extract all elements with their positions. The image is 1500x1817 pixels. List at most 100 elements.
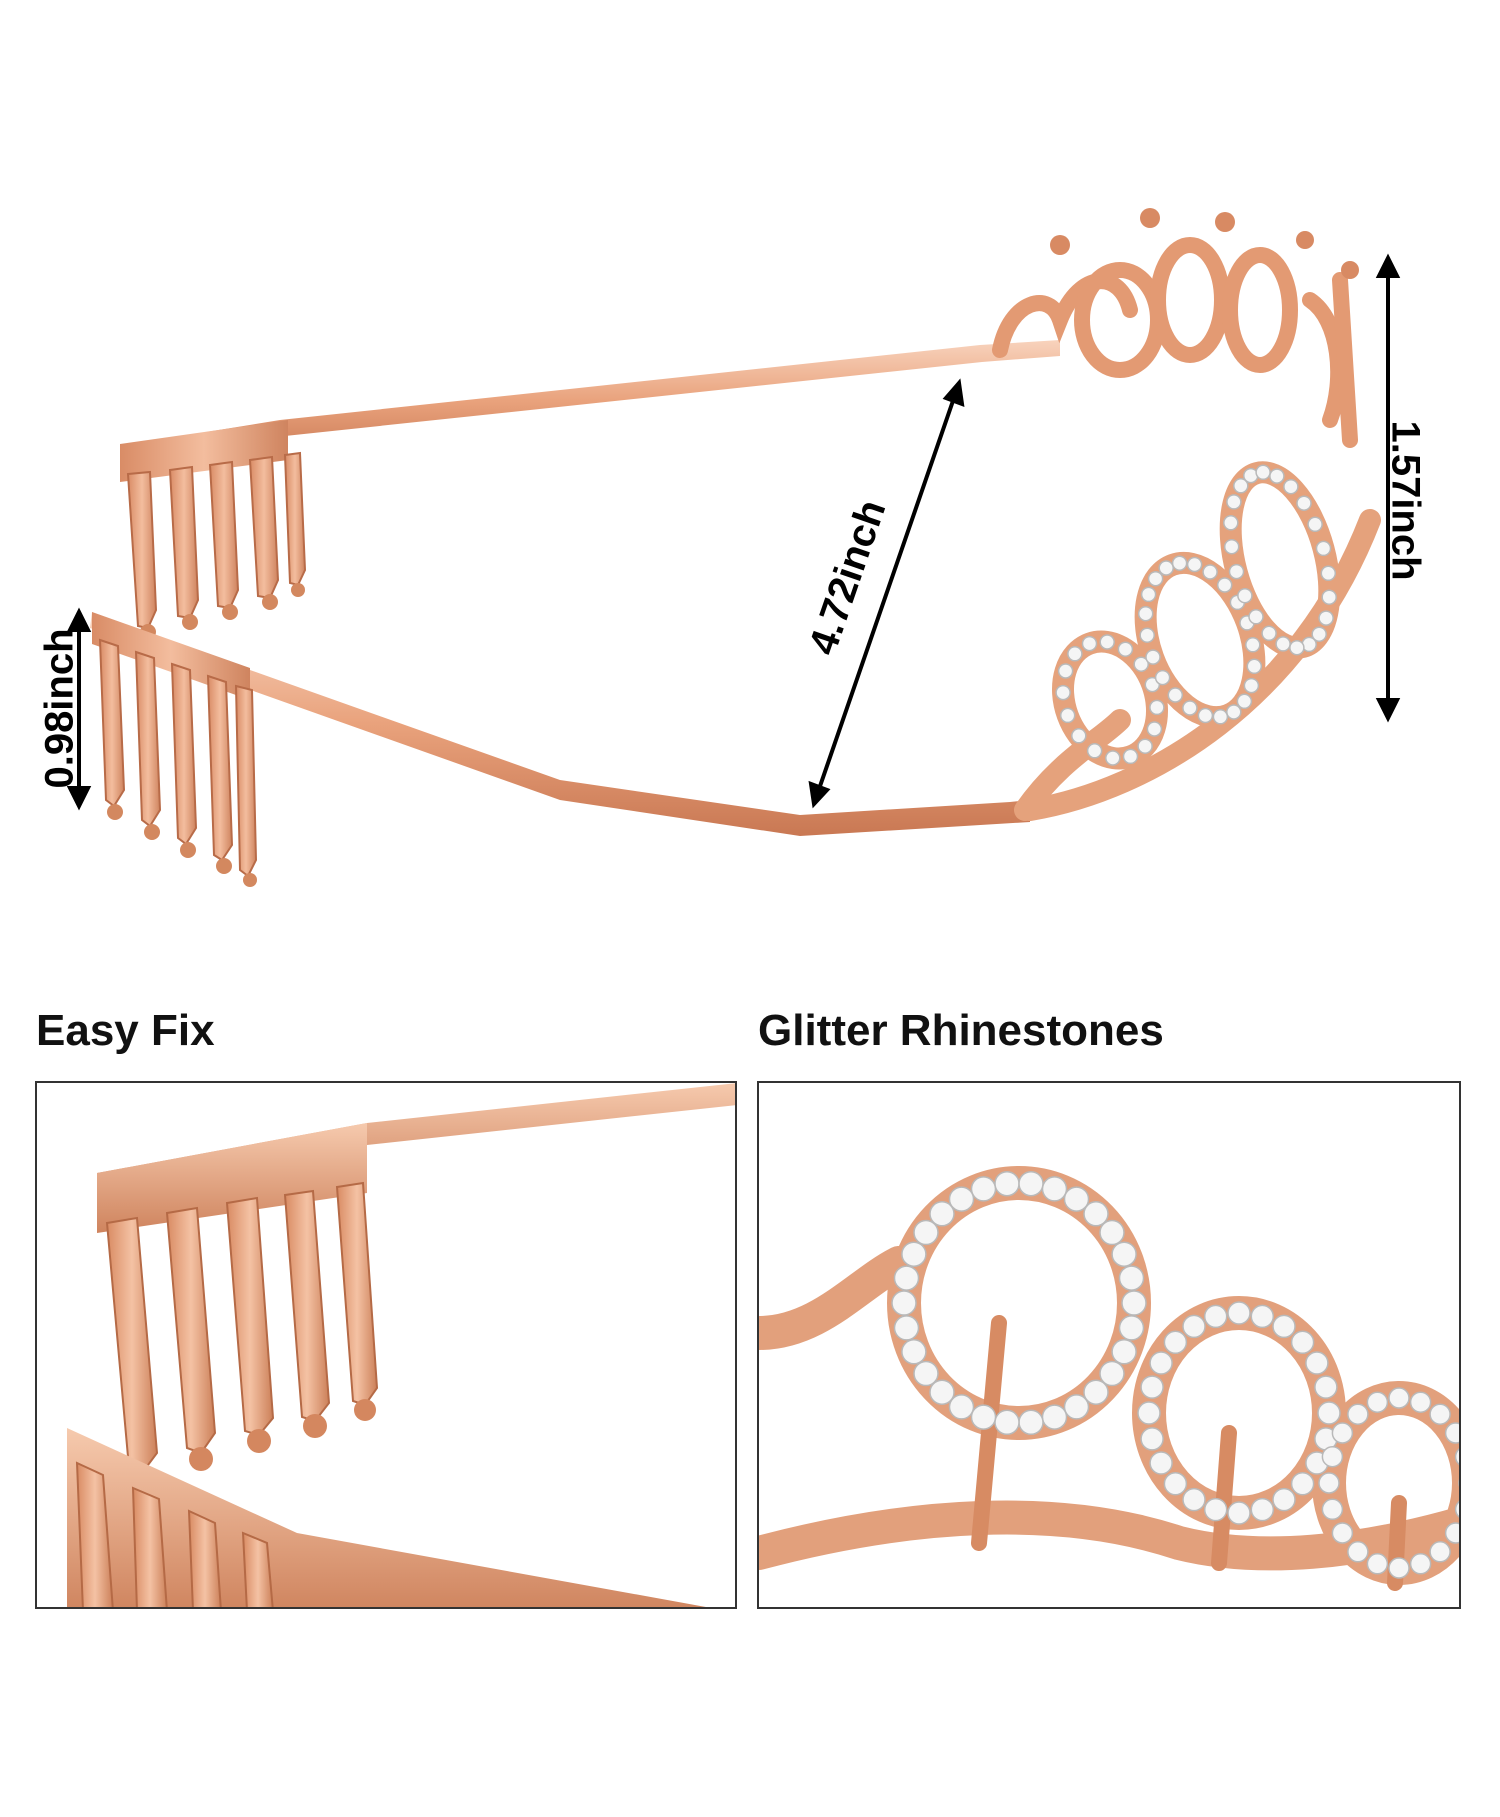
rhinestone bbox=[1243, 677, 1260, 694]
rhinestone bbox=[1158, 560, 1174, 576]
dimension-arrows bbox=[66, 253, 1401, 811]
rhinestones-closeup bbox=[891, 1170, 1459, 1579]
rhinestone bbox=[970, 1176, 997, 1202]
rhinestone bbox=[1321, 1498, 1344, 1521]
rhinestone bbox=[1018, 1170, 1044, 1197]
rhinestone bbox=[1318, 610, 1334, 626]
rhinestone bbox=[1212, 709, 1229, 725]
rhinestone bbox=[1139, 627, 1155, 643]
rhinestone bbox=[913, 1360, 939, 1387]
rhinestone bbox=[1137, 605, 1154, 622]
rhinestone bbox=[1331, 1522, 1354, 1544]
rhinestone bbox=[1182, 1314, 1206, 1339]
rhinestone bbox=[1250, 1304, 1275, 1329]
rhinestone bbox=[929, 1201, 955, 1227]
crown-back bbox=[992, 237, 1358, 448]
rhinestone bbox=[1081, 635, 1098, 652]
rhinestone bbox=[1041, 1176, 1068, 1202]
rhinestone bbox=[1223, 515, 1239, 531]
rhinestone bbox=[1137, 738, 1153, 754]
rhinestone bbox=[948, 1186, 975, 1212]
rhinestone bbox=[1083, 1201, 1109, 1227]
rhinestone bbox=[1283, 478, 1299, 495]
rhinestone bbox=[1317, 1401, 1341, 1425]
rhinestone bbox=[1248, 609, 1264, 625]
rhinestone bbox=[1063, 1394, 1090, 1420]
rhinestone bbox=[1203, 1304, 1228, 1329]
comb-closeup-image bbox=[67, 1083, 735, 1607]
rhinestone bbox=[1197, 707, 1214, 724]
rhinestone bbox=[901, 1241, 927, 1267]
rhinestone bbox=[1137, 1401, 1161, 1425]
rhinestone bbox=[913, 1219, 939, 1246]
rhinestone bbox=[1057, 663, 1074, 679]
rhinestone bbox=[1223, 538, 1240, 555]
rhinestone bbox=[1296, 495, 1312, 511]
rhinestone bbox=[901, 1339, 927, 1365]
rhinestone bbox=[1182, 1487, 1206, 1512]
rhinestone bbox=[1233, 478, 1249, 494]
easy-fix-panel bbox=[35, 1081, 737, 1609]
dimension-height-label: 1.57inch bbox=[1383, 420, 1428, 581]
rhinestone bbox=[994, 1170, 1020, 1197]
rhinestone bbox=[970, 1404, 997, 1430]
rhinestone bbox=[891, 1290, 917, 1316]
rhinestone bbox=[1063, 1186, 1090, 1212]
rhinestone bbox=[1203, 1497, 1228, 1522]
rhinestone bbox=[1366, 1391, 1389, 1413]
rhinestone bbox=[1429, 1541, 1451, 1563]
rhinestone bbox=[1186, 556, 1203, 573]
rhinestone bbox=[1059, 707, 1076, 724]
rhinestone bbox=[1227, 1501, 1251, 1525]
rhinestone bbox=[1099, 1219, 1125, 1246]
rhinestone bbox=[1347, 1541, 1369, 1563]
rhinestone bbox=[1409, 1553, 1432, 1575]
rhinestone bbox=[1133, 656, 1149, 672]
rhinestone bbox=[1216, 577, 1233, 593]
rhinestone bbox=[1409, 1391, 1432, 1413]
rhinestone bbox=[1118, 1265, 1145, 1291]
rhinestone bbox=[1071, 728, 1087, 744]
rhinestone bbox=[1347, 1403, 1369, 1425]
rhinestone bbox=[1458, 1479, 1459, 1487]
rhinestone bbox=[1149, 1451, 1173, 1475]
rhinestone bbox=[1305, 1351, 1329, 1375]
rhinestone bbox=[1388, 1557, 1410, 1579]
rhinestone bbox=[1429, 1403, 1451, 1425]
rhinestone bbox=[1147, 570, 1164, 587]
rhinestone bbox=[1236, 693, 1253, 710]
rhinestone bbox=[1275, 636, 1291, 652]
rhinestone bbox=[893, 1315, 920, 1341]
rhinestone bbox=[929, 1379, 955, 1405]
rhinestone bbox=[1315, 540, 1332, 557]
rhinestone bbox=[1163, 1471, 1188, 1496]
rhinestone bbox=[1202, 564, 1218, 580]
rhinestone bbox=[1083, 1379, 1109, 1405]
dimension-comb-label: 0.98inch bbox=[37, 628, 82, 789]
rhinestone bbox=[1250, 1497, 1275, 1522]
rhinestone bbox=[1117, 641, 1134, 657]
rhinestone bbox=[1067, 646, 1083, 662]
rhinestone bbox=[1118, 1315, 1145, 1341]
rhinestone bbox=[1111, 1339, 1137, 1365]
rhinestone bbox=[1041, 1404, 1068, 1430]
rhinestone bbox=[1140, 586, 1157, 603]
rhinestone bbox=[1227, 1301, 1251, 1325]
rhinestone bbox=[1163, 1330, 1188, 1355]
rhinestone bbox=[1018, 1409, 1044, 1436]
rhinestone bbox=[1321, 1445, 1344, 1468]
rhinestone bbox=[1321, 589, 1337, 605]
rhinestones-main bbox=[1055, 464, 1337, 766]
headband-front bbox=[90, 612, 1030, 836]
rhinestone bbox=[1228, 563, 1245, 580]
rhinestone bbox=[1444, 1522, 1459, 1544]
feature-title-glitter-rhinestones: Glitter Rhinestones bbox=[758, 1006, 1164, 1055]
rhinestone-closeup-image bbox=[759, 1166, 1459, 1591]
rhinestone bbox=[1105, 750, 1121, 766]
rhinestone bbox=[1149, 699, 1165, 716]
rhinestone bbox=[1388, 1387, 1410, 1409]
rhinestone bbox=[1318, 1472, 1340, 1494]
rhinestone bbox=[1289, 639, 1305, 656]
headband-back bbox=[120, 340, 1060, 462]
rhinestone bbox=[1171, 555, 1188, 571]
